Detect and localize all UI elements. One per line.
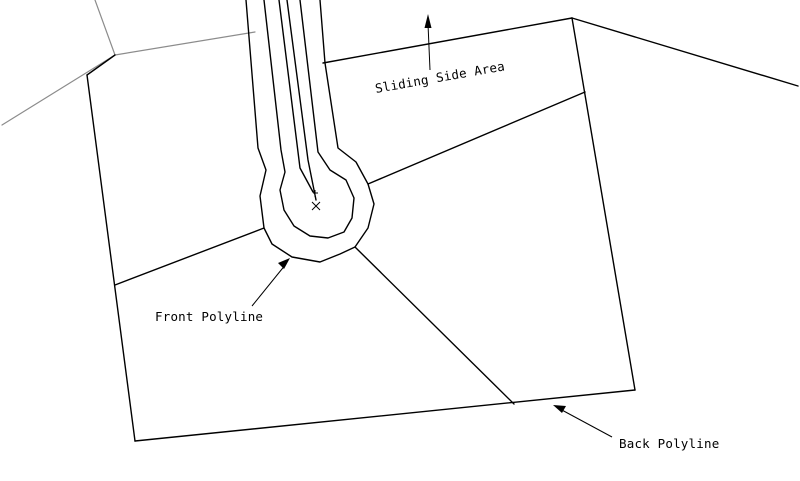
road-cul-de-sac	[245, 0, 375, 263]
front-polyline-leader	[251, 258, 290, 307]
adjacent-parcel-line-a	[94, 0, 116, 56]
road-centerline-b	[286, 0, 317, 201]
arrow-front-icon	[278, 258, 290, 269]
back-polyline-label: Back Polyline	[619, 436, 719, 451]
front-polyline-label: Front Polyline	[155, 309, 263, 324]
center-mark-icon	[311, 190, 321, 211]
right-lot-line	[571, 17, 636, 391]
adjacent-parcel-line-c	[1, 54, 116, 126]
side-line-lower-right	[354, 246, 515, 405]
side-line-upper-right	[367, 91, 586, 185]
adjacent-parcel-lines	[1, 0, 256, 126]
arrow-up-icon	[424, 14, 432, 28]
side-line-left	[114, 227, 265, 286]
sliding-side-area-leader	[424, 14, 432, 71]
pavement-edge	[263, 0, 355, 239]
side-lot-lines	[114, 91, 586, 405]
adjacent-parcel-line-b	[114, 31, 256, 56]
neighbor-line-right	[571, 17, 799, 87]
left-lot-line	[86, 74, 136, 442]
arrow-back-icon	[553, 405, 566, 413]
back-polyline-leader	[553, 405, 613, 438]
lot-boundary	[86, 17, 799, 442]
front-polyline	[245, 0, 375, 263]
back-polyline	[134, 389, 636, 442]
upper-left-lot-line	[86, 54, 116, 76]
road-centerline-a	[278, 0, 314, 193]
sliding-side-area-label: Sliding Side Area	[374, 58, 506, 96]
top-lot-line	[322, 17, 573, 64]
